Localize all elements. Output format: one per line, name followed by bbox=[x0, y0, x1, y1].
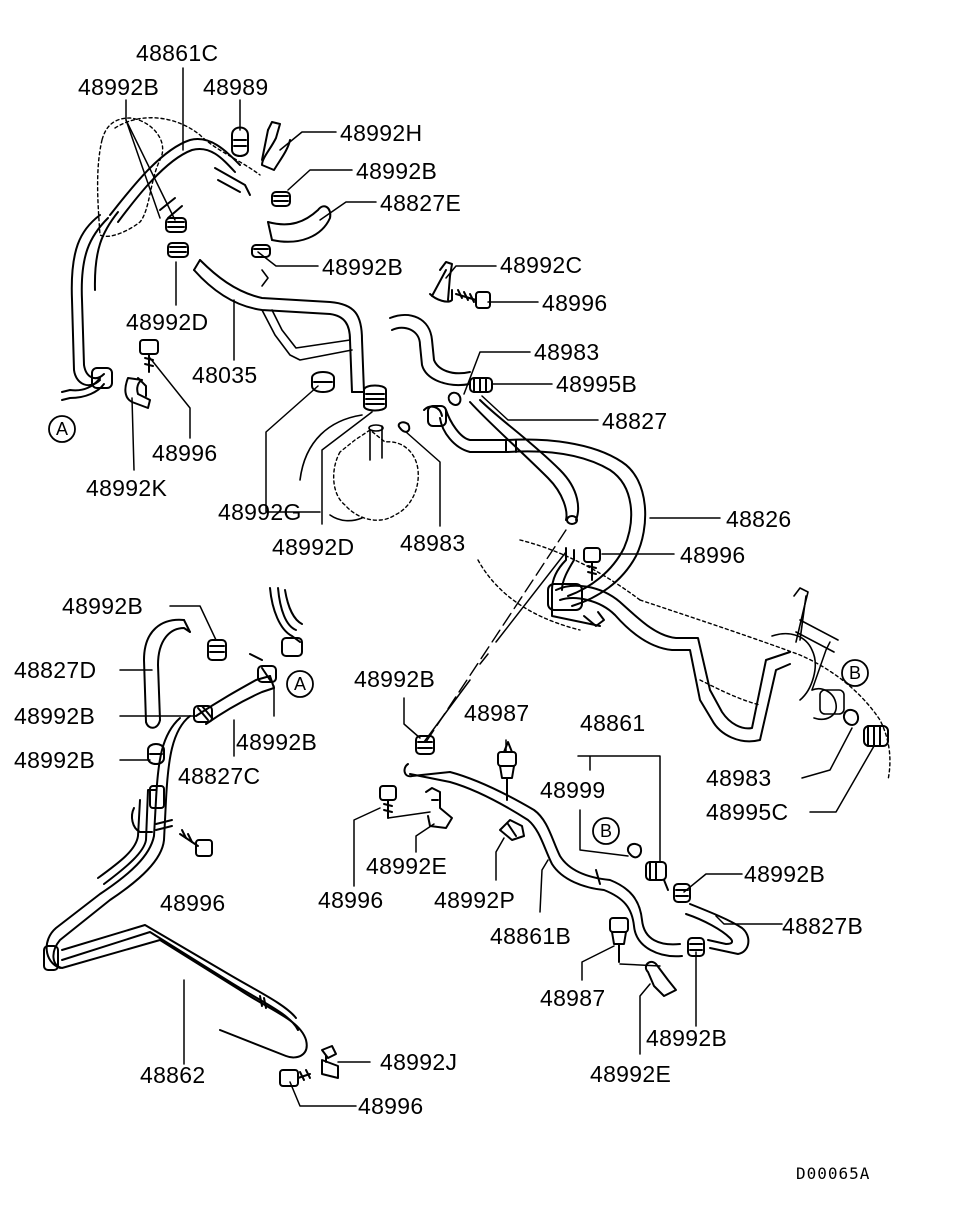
rigid-line-right bbox=[547, 547, 791, 743]
part-label-48996: 48996 bbox=[542, 290, 608, 316]
part-label-48992E: 48992E bbox=[366, 853, 448, 879]
clamp-48992B-mid bbox=[147, 743, 165, 765]
rigid-pipe-top bbox=[249, 587, 303, 661]
part-label-48995B: 48995B bbox=[556, 371, 638, 397]
part-label-48861: 48861 bbox=[580, 710, 646, 736]
part-label-48861C: 48861C bbox=[136, 40, 219, 66]
part-label-48992B: 48992B bbox=[14, 703, 96, 729]
part-label-48827: 48827 bbox=[602, 408, 668, 434]
part-label-48992E: 48992E bbox=[590, 1061, 672, 1087]
part-label-48992C: 48992C bbox=[500, 252, 583, 278]
clip-48992J bbox=[321, 1045, 339, 1079]
fitting-48995C bbox=[842, 708, 889, 747]
hose-48827E bbox=[267, 205, 332, 243]
part-label-48992P: 48992P bbox=[434, 887, 516, 913]
part-label-48999: 48999 bbox=[540, 777, 606, 803]
clamp-48992D bbox=[363, 384, 387, 412]
hose-48827B bbox=[673, 883, 750, 957]
bracket-48992K bbox=[124, 377, 151, 409]
steering-box-solid bbox=[771, 587, 845, 720]
part-label-48827B: 48827B bbox=[782, 913, 864, 939]
hose-48827C bbox=[193, 665, 277, 725]
part-label-48996: 48996 bbox=[152, 440, 218, 466]
bolt-48996-left bbox=[139, 339, 159, 373]
part-label-48992B: 48992B bbox=[356, 158, 438, 184]
bracket-48992E-bottom bbox=[644, 960, 677, 997]
part-label-48827E: 48827E bbox=[380, 190, 462, 216]
ref-circles bbox=[48, 415, 869, 845]
part-label-48987: 48987 bbox=[540, 985, 606, 1011]
bolt-48996-center bbox=[379, 785, 397, 819]
drawing-code: D00065A bbox=[796, 1164, 871, 1183]
part-label-48983: 48983 bbox=[706, 765, 772, 791]
fitting-48995B bbox=[447, 377, 493, 406]
part-label-48862: 48862 bbox=[140, 1062, 206, 1088]
bolt-48987-bottom bbox=[609, 917, 629, 963]
part-label-48992B: 48992B bbox=[354, 666, 436, 692]
bracket-48992H bbox=[261, 121, 291, 171]
part-label-48992B: 48992B bbox=[78, 74, 160, 100]
part-label-48992B: 48992B bbox=[62, 593, 144, 619]
hose-48827D bbox=[143, 618, 191, 729]
bolt-48996-lower-left bbox=[179, 829, 213, 857]
part-label-48992G: 48992G bbox=[218, 499, 302, 525]
part-label-48996: 48996 bbox=[318, 887, 384, 913]
steering-box bbox=[477, 539, 891, 781]
rigid-line-left bbox=[61, 211, 119, 401]
part-label-48992D: 48992D bbox=[126, 309, 209, 335]
part-label-48989: 48989 bbox=[203, 74, 269, 100]
pump-outline bbox=[96, 117, 261, 237]
bracket-48992P bbox=[499, 819, 525, 841]
part-label-48992B: 48992B bbox=[322, 254, 404, 280]
pump-body-solid bbox=[299, 414, 384, 522]
part-label-48992H: 48992H bbox=[340, 120, 423, 146]
part-label-48827D: 48827D bbox=[14, 657, 97, 683]
part-label-48827C: 48827C bbox=[178, 763, 261, 789]
line-48861B bbox=[403, 763, 683, 958]
part-label-48983: 48983 bbox=[400, 530, 466, 556]
clamps-top bbox=[165, 126, 291, 258]
part-label-48992B: 48992B bbox=[744, 861, 826, 887]
ref-marker-b-right: B bbox=[849, 663, 862, 683]
bracket-48992E-top bbox=[425, 787, 453, 829]
part-label-48861B: 48861B bbox=[490, 923, 572, 949]
hose-48827-upper bbox=[389, 314, 471, 386]
part-label-48992B: 48992B bbox=[646, 1025, 728, 1051]
clamp-48992B-left bbox=[207, 639, 227, 661]
bolt-48996-right bbox=[583, 547, 601, 581]
bracket-48992C bbox=[429, 261, 453, 303]
part-label-48992B: 48992B bbox=[236, 729, 318, 755]
hose-48826 bbox=[397, 399, 647, 607]
ref-marker-a-mid: A bbox=[294, 674, 307, 694]
fittings-48999 bbox=[626, 842, 669, 891]
ref-marker-b-mid: B bbox=[600, 821, 613, 841]
part-label-48826: 48826 bbox=[726, 506, 792, 532]
pump-body bbox=[333, 429, 419, 521]
leader-lines bbox=[119, 67, 875, 1107]
hose-48035 bbox=[193, 259, 365, 393]
bolt-48996-bottom bbox=[279, 1069, 311, 1087]
bolt-48996-top bbox=[455, 289, 491, 309]
ref-marker-a-top: A bbox=[56, 419, 69, 439]
hose-48861C bbox=[109, 138, 251, 223]
part-label-48992K: 48992K bbox=[86, 475, 168, 501]
part-label-48996: 48996 bbox=[160, 890, 226, 916]
part-label-48992D: 48992D bbox=[272, 534, 355, 560]
rigid-line-48862 bbox=[43, 715, 308, 1059]
part-label-48983: 48983 bbox=[534, 339, 600, 365]
part-label-48035: 48035 bbox=[192, 362, 258, 388]
part-label-48992J: 48992J bbox=[380, 1049, 458, 1075]
part-label-48996: 48996 bbox=[358, 1093, 424, 1119]
clamp-48992B-center bbox=[415, 735, 435, 755]
part-label-48992B: 48992B bbox=[14, 747, 96, 773]
part-label-48987: 48987 bbox=[464, 700, 530, 726]
part-label-48995C: 48995C bbox=[706, 799, 789, 825]
part-label-48996: 48996 bbox=[680, 542, 746, 568]
